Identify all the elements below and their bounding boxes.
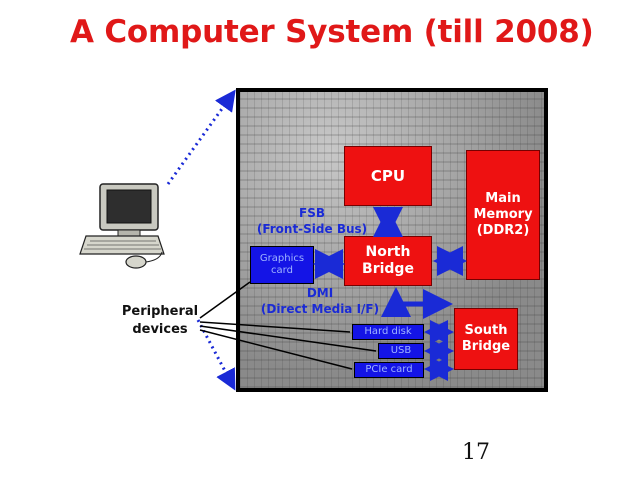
peripheral-lines (199, 281, 377, 370)
south-bridge-label-1: South (464, 322, 508, 338)
hard-disk-box: Hard disk (352, 324, 424, 340)
zoom-line-top (166, 89, 236, 185)
fsb-label: FSB (Front-Side Bus) (252, 205, 372, 237)
north-bridge-label-2: Bridge (362, 261, 414, 277)
south-bridge-label-2: Bridge (461, 339, 511, 354)
cpu-box: CPU (344, 146, 432, 206)
pcie-card-box: PCIe card (354, 362, 424, 378)
dmi-label: DMI (Direct Media I/F) (258, 285, 382, 317)
hard-disk-label: Hard disk (364, 326, 412, 337)
north-bridge-label-1: North (365, 243, 411, 260)
fsb-title: FSB (299, 206, 325, 220)
graphics-card-label-2: card (271, 265, 293, 276)
dmi-title: DMI (306, 286, 334, 300)
cpu-label: CPU (370, 166, 406, 185)
graphics-card-label-1: Graphics (259, 253, 305, 264)
main-memory-label-3: (DDR2) (476, 223, 530, 239)
pcie-card-label: PCIe card (365, 364, 413, 375)
peripheral-label-2: devices (132, 321, 188, 337)
usb-box: USB (378, 343, 424, 359)
usb-label: USB (390, 345, 412, 356)
dmi-subtitle: (Direct Media I/F) (260, 302, 380, 317)
main-memory-box: Main Memory (DDR2) (466, 150, 540, 280)
slide-title: A Computer System (till 2008) (70, 14, 594, 50)
dmi-arrow (381, 287, 453, 319)
graphics-card-box: Graphics card (250, 246, 314, 284)
peripheral-devices-label: Peripheral devices (112, 303, 208, 338)
computer-icon (79, 183, 165, 269)
peripheral-label-1: Peripheral (121, 304, 199, 319)
south-bridge-box: South Bridge (454, 308, 518, 370)
fsb-subtitle: (Front-Side Bus) (256, 222, 368, 237)
page-number: 17 (462, 440, 490, 465)
main-memory-label-1: Main (485, 190, 521, 206)
main-memory-label-2: Memory (473, 206, 533, 222)
